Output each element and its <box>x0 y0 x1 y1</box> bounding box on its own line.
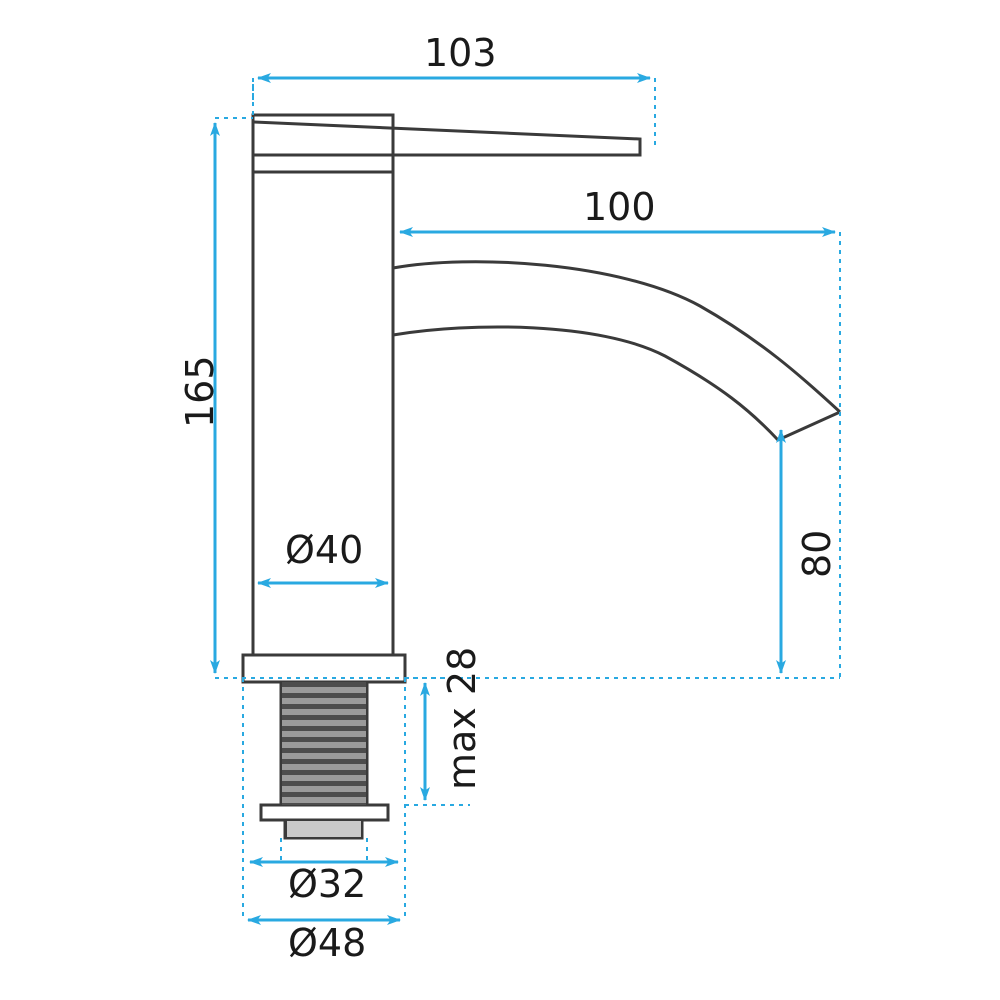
body-cylinder <box>251 172 395 655</box>
dimension-label-total-height: 165 <box>178 355 222 428</box>
locking-washer <box>259 803 390 822</box>
handle-lever <box>252 120 642 157</box>
dimension-label-body-diameter: Ø40 <box>285 528 364 572</box>
dimension-label-base-diameter: Ø48 <box>288 921 367 965</box>
dimension-label-spout-reach: 100 <box>583 185 656 229</box>
dimension-label-max-thickness: max 28 <box>440 646 484 790</box>
dimension-lines <box>210 73 836 925</box>
extension-lines <box>215 78 841 920</box>
shank-sides <box>279 682 369 805</box>
dimension-label-thread-diameter: Ø32 <box>288 862 367 906</box>
threaded-shank <box>282 682 366 839</box>
dimension-label-width-top: 103 <box>424 31 497 75</box>
spout-bottom-curve <box>392 325 780 442</box>
spout-top-curve <box>392 260 842 414</box>
spout-tip <box>777 410 841 442</box>
dimension-label-spout-height: 80 <box>795 529 839 578</box>
